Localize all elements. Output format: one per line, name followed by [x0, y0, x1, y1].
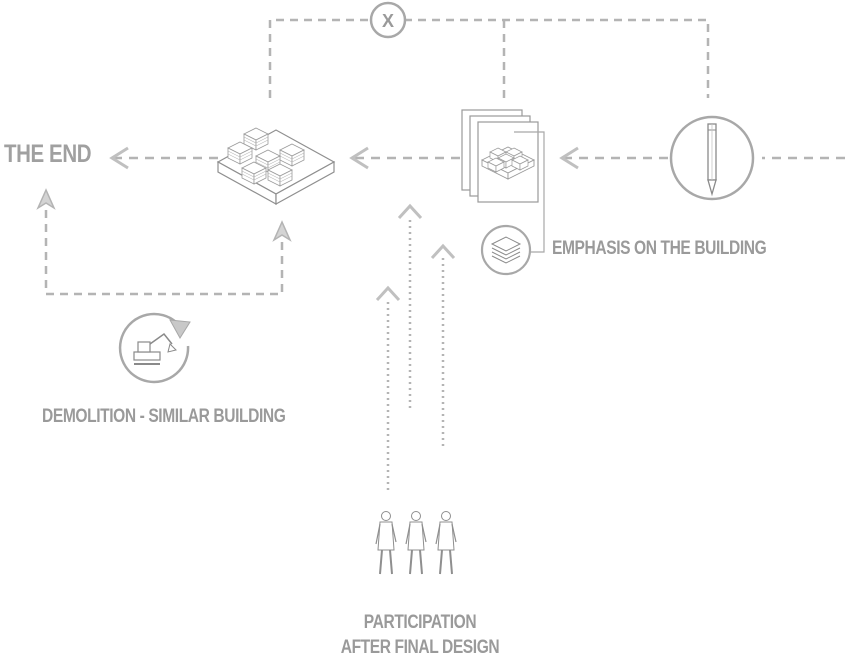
pencil-icon	[669, 115, 755, 201]
cross-circle-icon	[369, 1, 407, 39]
emphasis-label: EMPHASIS ON THE BUILDING	[552, 238, 767, 259]
chevron-up-1	[375, 285, 401, 302]
participation-arrows	[386, 218, 445, 490]
the-end-label: THE END	[4, 140, 92, 168]
building-block-icon	[216, 127, 336, 206]
participation-line-1: PARTICIPATION	[363, 612, 477, 633]
arrow-left-1	[559, 146, 579, 170]
chevron-up-3	[430, 243, 456, 260]
chevron-up-2	[397, 203, 423, 220]
stack-icon	[480, 224, 532, 276]
arrow-left-2	[349, 146, 369, 170]
design-pages-icon	[461, 109, 545, 253]
arrow-up-building	[272, 220, 292, 242]
arrow-up-end	[36, 188, 56, 210]
excavator-icon	[118, 312, 191, 384]
arrow-left-3	[109, 146, 129, 170]
people-icon	[375, 510, 457, 575]
demolition-loop	[44, 210, 284, 296]
cross-mark: X	[382, 11, 394, 31]
flow-arrows	[109, 146, 579, 170]
participation-chevrons	[375, 203, 456, 302]
top-feedback-loop	[268, 18, 710, 100]
participation-label: PARTICIPATION AFTER FINAL DESIGN	[322, 610, 519, 660]
loop-arrows	[36, 188, 292, 242]
demolition-label: DEMOLITION - SIMILAR BUILDING	[42, 406, 286, 427]
participation-line-2: AFTER FINAL DESIGN	[340, 637, 500, 658]
